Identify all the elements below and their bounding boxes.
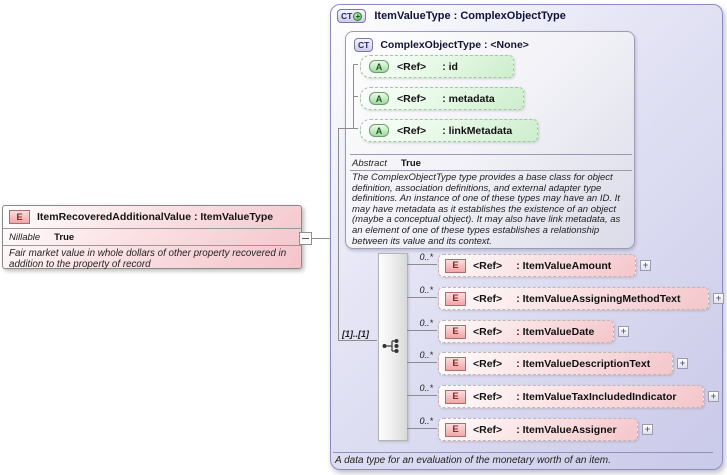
type-documentation: A data type for an evaluation of the mon… bbox=[335, 455, 611, 466]
complex-type-derived-icon: CT bbox=[337, 9, 367, 23]
element-name: : ItemValueAssigningMethodText bbox=[516, 292, 681, 305]
base-type-box-complex-object-type[interactable]: CT ComplexObjectType : <None> A <Ref> : … bbox=[345, 31, 635, 249]
element-name: : ItemValueDate bbox=[516, 325, 595, 338]
sequence-cardinality: [1]..[1] bbox=[342, 329, 369, 339]
element-ref-label: <Ref> bbox=[473, 325, 503, 338]
element-cardinality: 0..* bbox=[419, 252, 433, 262]
attribute-name: : linkMetadata bbox=[442, 124, 513, 137]
element-ref-label: <Ref> bbox=[473, 259, 503, 272]
element-icon: E bbox=[9, 210, 30, 224]
plus-circle-icon bbox=[353, 11, 363, 21]
element-box-item-value-date[interactable]: E <Ref> : ItemValueDate bbox=[438, 320, 614, 343]
base-type-header: CT ComplexObjectType : <None> bbox=[354, 38, 529, 52]
element-name: : ItemValueDescriptionText bbox=[516, 357, 651, 370]
attribute-ref-label: <Ref> bbox=[397, 92, 427, 105]
element-icon: E bbox=[445, 422, 466, 437]
attribute-name: : metadata bbox=[442, 92, 495, 105]
element-cardinality: 0..* bbox=[419, 383, 433, 393]
complex-type-icon: CT bbox=[354, 38, 374, 52]
element-icon: E bbox=[445, 324, 466, 339]
divider bbox=[350, 154, 632, 155]
type-box-header: CT ItemValueType : ComplexObjectType bbox=[337, 9, 566, 23]
base-type-title: ComplexObjectType : <None> bbox=[380, 39, 529, 51]
divider bbox=[350, 170, 632, 171]
abstract-facet-row: Abstract True bbox=[352, 157, 421, 169]
element-ref-label: <Ref> bbox=[473, 423, 503, 436]
attribute-ref-label: <Ref> bbox=[397, 124, 427, 137]
element-cardinality: 0..* bbox=[419, 350, 433, 360]
facet-value: True bbox=[400, 157, 421, 169]
element-name: : ItemValueAmount bbox=[516, 259, 612, 272]
attribute-name: : id bbox=[442, 60, 458, 73]
attribute-ref-label: <Ref> bbox=[397, 60, 427, 73]
collapse-toggle[interactable] bbox=[299, 232, 312, 245]
element-box-item-value-assigner[interactable]: E <Ref> : ItemValueAssigner bbox=[438, 418, 638, 441]
element-box-item-recovered-additional-value[interactable]: E ItemRecoveredAdditionalValue : ItemVal… bbox=[2, 205, 302, 270]
element-name: : ItemValueAssigner bbox=[516, 423, 617, 436]
complex-type-icon-label: CT bbox=[358, 40, 370, 50]
element-box-item-value-assigning-method-text[interactable]: E <Ref> : ItemValueAssigningMethodText bbox=[438, 287, 709, 310]
element-cardinality: 0..* bbox=[419, 318, 433, 328]
attribute-icon: A bbox=[369, 60, 389, 73]
expand-toggle[interactable] bbox=[642, 424, 653, 435]
element-documentation: Fair market value in whole dollars of ot… bbox=[3, 245, 301, 270]
nillable-facet-row: Nillable True bbox=[3, 228, 301, 245]
expand-toggle[interactable] bbox=[618, 326, 629, 337]
type-box-item-value-type[interactable]: CT ItemValueType : ComplexObjectType CT … bbox=[330, 4, 724, 470]
facet-name: Nillable bbox=[9, 231, 41, 243]
facet-name: Abstract bbox=[352, 157, 387, 169]
expand-toggle[interactable] bbox=[713, 293, 724, 304]
element-cardinality: 0..* bbox=[419, 285, 433, 295]
element-cardinality: 0..* bbox=[419, 416, 433, 426]
attribute-icon: A bbox=[369, 92, 389, 105]
element-header: E ItemRecoveredAdditionalValue : ItemVal… bbox=[3, 206, 301, 228]
element-icon: E bbox=[445, 258, 466, 273]
element-box-item-value-tax-included-indicator[interactable]: E <Ref> : ItemValueTaxIncludedIndicator bbox=[438, 385, 704, 408]
element-icon: E bbox=[445, 291, 466, 306]
element-box-item-value-amount[interactable]: E <Ref> : ItemValueAmount bbox=[438, 254, 636, 277]
element-icon: E bbox=[445, 389, 466, 404]
element-ref-label: <Ref> bbox=[473, 292, 503, 305]
element-title: ItemRecoveredAdditionalValue : ItemValue… bbox=[37, 211, 274, 223]
expand-toggle[interactable] bbox=[708, 391, 719, 402]
sequence-icon bbox=[382, 339, 399, 353]
element-ref-label: <Ref> bbox=[473, 390, 503, 403]
attribute-icon: A bbox=[369, 124, 389, 137]
attribute-box-metadata[interactable]: A <Ref> : metadata bbox=[360, 87, 524, 110]
divider bbox=[333, 452, 713, 453]
complex-type-icon-label: CT bbox=[341, 11, 353, 21]
type-box-title: ItemValueType : ComplexObjectType bbox=[374, 10, 566, 22]
expand-toggle[interactable] bbox=[677, 358, 688, 369]
element-ref-label: <Ref> bbox=[473, 357, 503, 370]
element-icon: E bbox=[445, 356, 466, 371]
element-name: : ItemValueTaxIncludedIndicator bbox=[516, 390, 677, 403]
attribute-box-id[interactable]: A <Ref> : id bbox=[360, 55, 514, 78]
element-box-item-value-description-text[interactable]: E <Ref> : ItemValueDescriptionText bbox=[438, 352, 673, 375]
attribute-box-link-metadata[interactable]: A <Ref> : linkMetadata bbox=[360, 119, 538, 142]
facet-value: True bbox=[54, 231, 75, 243]
expand-toggle[interactable] bbox=[640, 260, 651, 271]
base-type-documentation: The ComplexObjectType type provides a ba… bbox=[352, 172, 621, 247]
